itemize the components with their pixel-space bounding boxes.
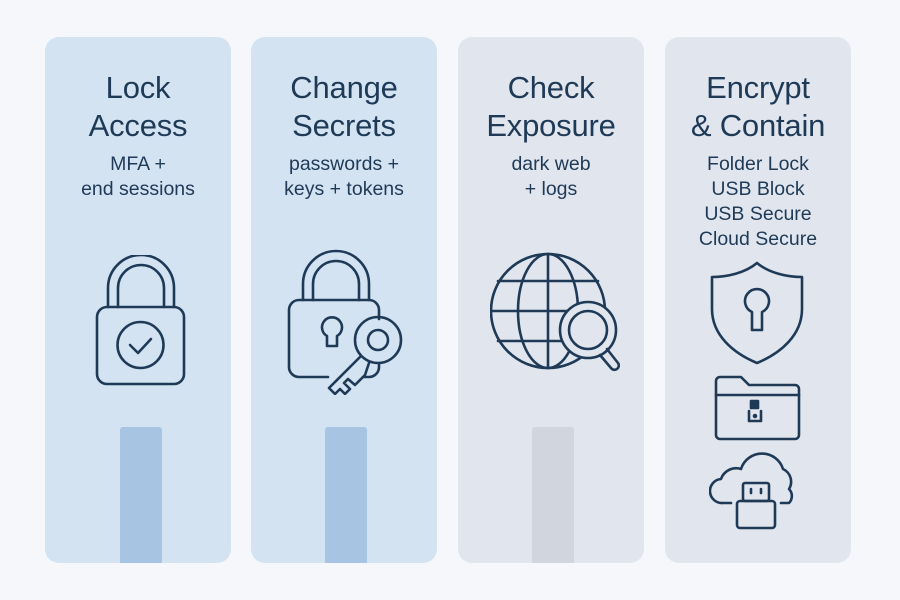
shield-keyhole-icon bbox=[709, 261, 805, 365]
padlock-check-icon bbox=[95, 255, 187, 387]
folder-lock-icon bbox=[713, 373, 803, 441]
subtitle-line: + logs bbox=[524, 178, 578, 200]
padlock-key-icon bbox=[287, 249, 407, 395]
title-line: Check bbox=[507, 70, 595, 105]
cloud-usb-icon bbox=[709, 447, 805, 531]
step-subtitle: dark web + logs bbox=[458, 152, 644, 202]
subtitle-line: USB Block bbox=[711, 178, 805, 200]
step-subtitle: MFA + end sessions bbox=[45, 152, 231, 202]
title-line: Encrypt bbox=[706, 70, 810, 105]
subtitle-line: MFA + bbox=[110, 153, 166, 175]
title-line: Secrets bbox=[292, 108, 396, 143]
step-subtitle: Folder Lock USB Block USB Secure Cloud S… bbox=[665, 152, 851, 252]
step-card-change-secrets: Change Secrets passwords + keys + tokens bbox=[251, 37, 437, 563]
title-line: Exposure bbox=[486, 108, 616, 143]
subtitle-line: Cloud Secure bbox=[698, 228, 818, 250]
title-line: Lock bbox=[105, 70, 171, 105]
progress-bar bbox=[532, 427, 574, 563]
step-subtitle: passwords + keys + tokens bbox=[251, 152, 437, 202]
subtitle-line: dark web bbox=[511, 153, 591, 175]
title-line: & Contain bbox=[690, 108, 826, 143]
subtitle-line: end sessions bbox=[81, 178, 195, 200]
step-title: Check Exposure bbox=[458, 69, 644, 145]
subtitle-line: USB Secure bbox=[704, 203, 812, 225]
step-card-check-exposure: Check Exposure dark web + logs bbox=[458, 37, 644, 563]
subtitle-line: passwords + bbox=[288, 153, 399, 175]
step-title: Change Secrets bbox=[251, 69, 437, 145]
step-title: Lock Access bbox=[45, 69, 231, 145]
step-title: Encrypt & Contain bbox=[665, 69, 851, 145]
step-card-encrypt-contain: Encrypt & Contain Folder Lock USB Block … bbox=[665, 37, 851, 563]
subtitle-line: Folder Lock bbox=[707, 153, 809, 175]
subtitle-line: keys + tokens bbox=[284, 178, 404, 200]
title-line: Access bbox=[88, 108, 188, 143]
progress-bar bbox=[120, 427, 162, 563]
title-line: Change bbox=[290, 70, 398, 105]
step-card-lock-access: Lock Access MFA + end sessions bbox=[45, 37, 231, 563]
progress-bar bbox=[325, 427, 367, 563]
globe-magnifier-icon bbox=[490, 251, 620, 377]
